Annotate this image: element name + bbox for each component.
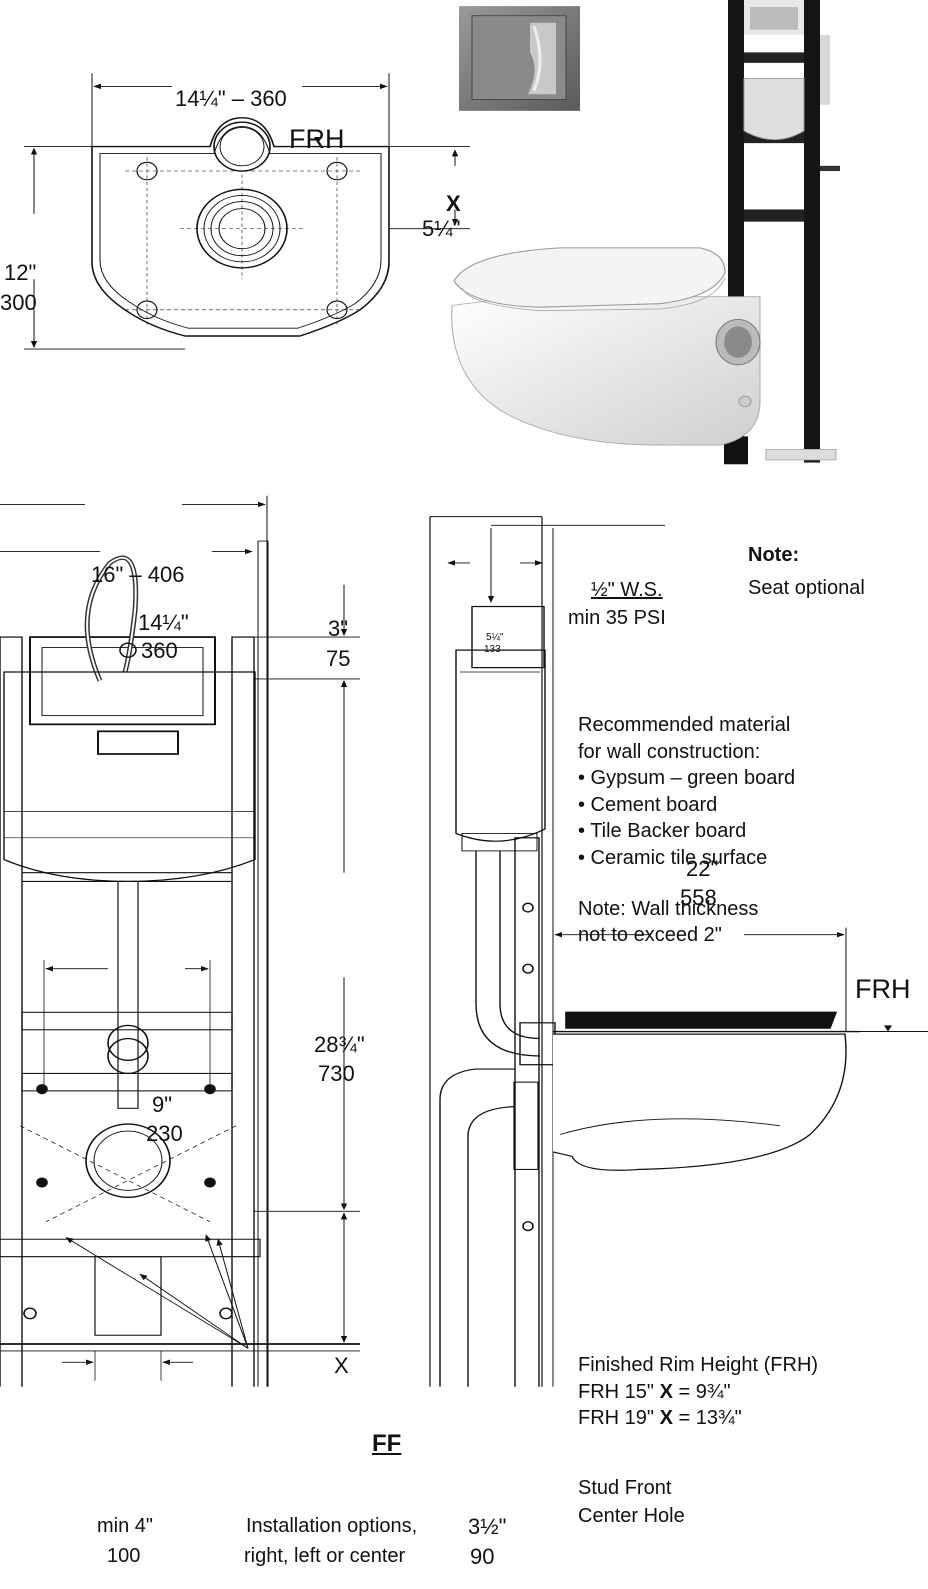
- front-frame-width-in: 14¼": [138, 610, 189, 635]
- center-hole-label: Center Hole: [578, 1505, 685, 1527]
- side-psi-label: min 35 PSI: [568, 607, 666, 629]
- frh-table: Finished Rim Height (FRH) FRH 15" X = 9¾…: [578, 1352, 818, 1432]
- front-min-mm: 100: [107, 1545, 141, 1567]
- front-height-mm: 730: [318, 1061, 355, 1086]
- drawing-canvas: [0, 0, 928, 1387]
- material-item: • Tile Backer board: [578, 820, 747, 843]
- front-ff-label: FF: [372, 1430, 402, 1457]
- top-plan-drawing: [24, 73, 470, 350]
- side-projection-in: 22": [686, 856, 719, 881]
- materials-heading-2: for wall construction:: [578, 740, 761, 763]
- front-overall-width: 16" – 406: [91, 562, 185, 587]
- front-bolt-mm: 230: [146, 1121, 183, 1146]
- side-view-drawing: [429, 516, 928, 1387]
- front-top-mm: 75: [326, 646, 351, 671]
- flush-plate-photo: [459, 6, 580, 111]
- side-projection-mm: 558: [680, 885, 717, 910]
- frh-row-15: FRH 15" X = 9¾": [578, 1380, 731, 1403]
- front-frame-width-mm: 360: [141, 638, 178, 663]
- side-stud-mm: 90: [470, 1544, 495, 1569]
- top-plan-height-in: 12": [4, 260, 37, 285]
- top-plan-x-dim: 5¼": [422, 216, 461, 241]
- side-ws-label: ½" W.S.: [591, 579, 663, 601]
- front-height-in: 28¾": [314, 1032, 365, 1057]
- install-options-line1: Installation options,: [246, 1515, 418, 1537]
- side-inlet-mm: 133: [484, 644, 501, 655]
- material-item: • Ceramic tile surface: [578, 846, 768, 869]
- install-options-line2: right, left or center: [244, 1545, 406, 1567]
- wall-thickness-note-1: Note: Wall thickness: [578, 897, 759, 920]
- front-x-label: X: [334, 1353, 349, 1378]
- seat-note-label: Note:: [748, 544, 800, 566]
- side-inlet-in: 5¼": [486, 632, 504, 643]
- side-stud-in: 3½": [468, 1514, 507, 1539]
- material-item: • Cement board: [578, 793, 718, 816]
- product-photo: [451, 0, 840, 465]
- front-bolt-in: 9": [152, 1092, 173, 1117]
- top-plan-frh-label: FRH: [289, 124, 345, 154]
- top-plan-x-label: X: [446, 191, 461, 216]
- stud-front-label: Stud Front: [578, 1477, 672, 1499]
- side-frh-label: FRH: [855, 974, 911, 1004]
- materials-heading-1: Recommended material: [578, 714, 791, 736]
- wall-thickness-note-2: not to exceed 2": [578, 924, 722, 947]
- front-view-drawing: [0, 495, 360, 1387]
- frh-row-19: FRH 19" X = 13¾": [578, 1407, 742, 1430]
- top-plan-width-label: 14¼" – 360: [175, 86, 287, 111]
- top-plan-height-mm: 300: [0, 290, 37, 315]
- materials-notes: Recommended material for wall constructi…: [578, 712, 795, 949]
- front-min-in: min 4": [97, 1515, 154, 1537]
- material-item: • Gypsum – green board: [578, 767, 796, 790]
- front-top-in: 3": [328, 616, 349, 641]
- frh-table-title: Finished Rim Height (FRH): [578, 1354, 819, 1376]
- seat-note-text: Seat optional: [748, 577, 865, 599]
